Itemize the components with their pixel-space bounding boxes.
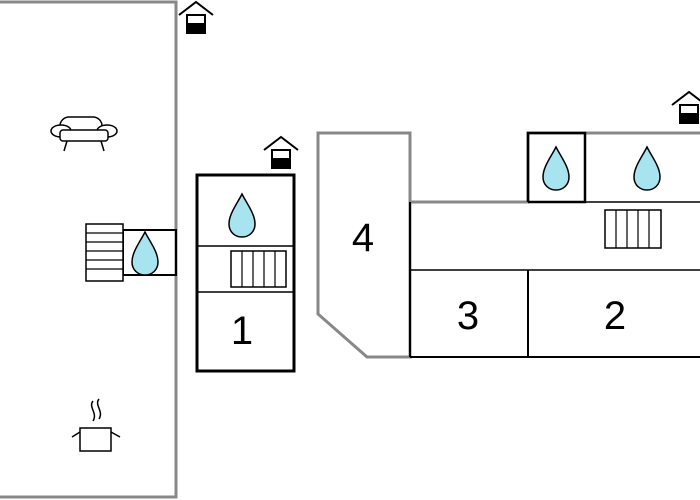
cooking-pot-icon: [71, 398, 121, 452]
room-4-label: 4: [352, 216, 374, 260]
entrance-icon: [671, 91, 700, 124]
radiator-icon: [604, 209, 662, 249]
water-drop-icon: [633, 146, 661, 191]
bathroom-box: [526, 131, 587, 204]
water-drop-icon: [131, 231, 159, 276]
stairs-icon: [85, 223, 124, 282]
room-3-label: 3: [457, 294, 479, 338]
entrance-icon: [263, 136, 299, 169]
water-drop-icon: [228, 193, 256, 238]
sofa-icon: [50, 116, 118, 152]
room-1-building: [195, 173, 296, 373]
radiator-icon: [230, 250, 287, 288]
water-drop-icon: [542, 146, 570, 191]
room-1-label: 1: [231, 309, 253, 353]
entrance-icon: [178, 1, 214, 34]
room-2-label: 2: [604, 294, 626, 338]
